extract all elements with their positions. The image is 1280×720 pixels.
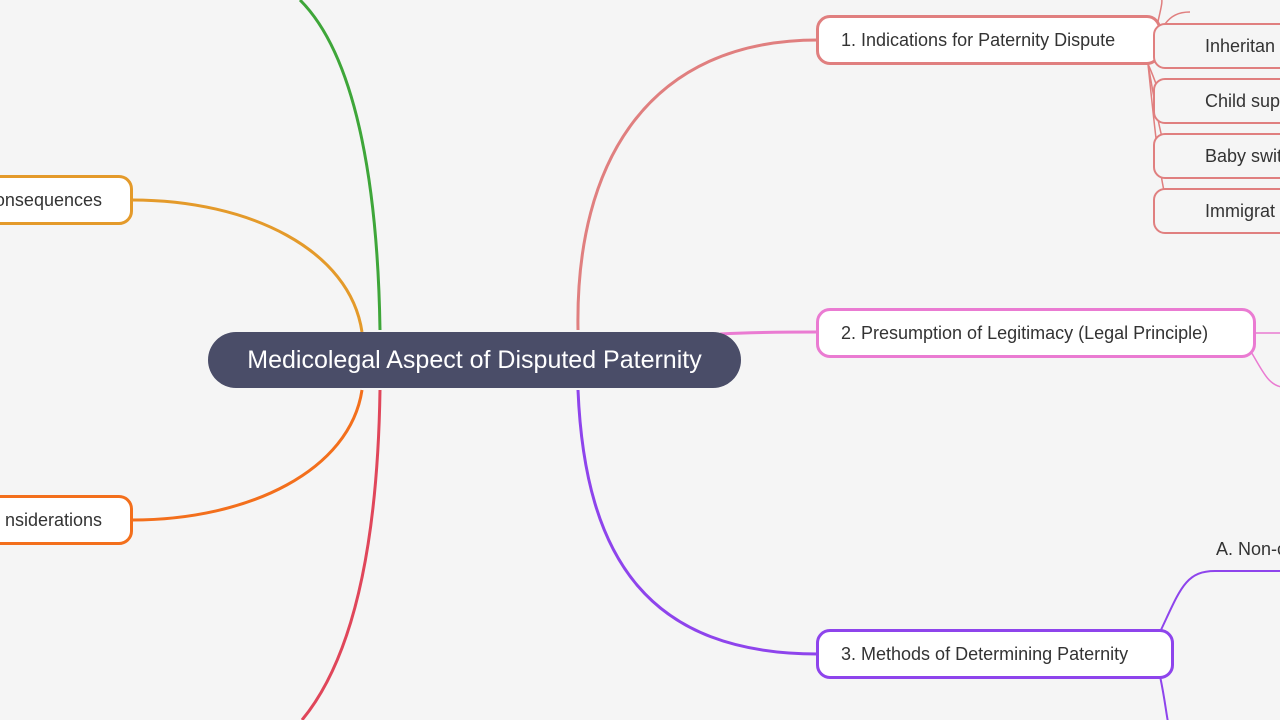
- root-node[interactable]: Medicolegal Aspect of Disputed Paternity: [208, 332, 741, 388]
- connector-top-green: [298, 0, 382, 331]
- connector-methods-sub-1: [1159, 570, 1280, 633]
- connector-considerations: [131, 389, 364, 522]
- branch-methods-label: 3. Methods of Determining Paternity: [841, 644, 1129, 664]
- branch-consequences-label: onsequences: [0, 190, 102, 210]
- connector-methods-sub-2: [1159, 675, 1169, 720]
- connector-presumption: [719, 330, 819, 336]
- branch-presumption[interactable]: 2. Presumption of Legitimacy (Legal Prin…: [816, 308, 1256, 358]
- methods-sub-non-dna[interactable]: A. Non-c: [1216, 539, 1280, 559]
- leaf-immigration[interactable]: Immigrat: [1153, 188, 1280, 234]
- branch-consequences[interactable]: onsequences: [0, 175, 133, 225]
- branch-indications-label: 1. Indications for Paternity Dispute: [841, 30, 1116, 50]
- leaf-inheritance-label: Inheritan: [1205, 36, 1276, 56]
- leaf-child-support-label: Child sup: [1205, 91, 1280, 111]
- branch-methods[interactable]: 3. Methods of Determining Paternity: [816, 629, 1174, 679]
- branch-indications[interactable]: 1. Indications for Paternity Dispute: [816, 15, 1161, 65]
- leaf-inheritance[interactable]: Inheritan: [1153, 23, 1280, 69]
- branch-considerations[interactable]: nsiderations: [0, 495, 133, 545]
- leaf-baby-switch-label: Baby swit: [1205, 146, 1280, 166]
- branch-considerations-label: nsiderations: [4, 510, 102, 530]
- leaf-child-support[interactable]: Child sup: [1153, 78, 1280, 124]
- connector-bottom-red: [300, 389, 382, 720]
- branch-presumption-label: 2. Presumption of Legitimacy (Legal Prin…: [841, 323, 1209, 343]
- connector-presumption-sub-2: [1249, 349, 1280, 388]
- leaf-immigration-label: Immigrat: [1205, 201, 1276, 221]
- leaf-baby-switch[interactable]: Baby swit: [1153, 133, 1280, 179]
- connector-indications: [576, 38, 819, 331]
- connector-consequences: [131, 198, 364, 333]
- connector-methods: [576, 389, 819, 656]
